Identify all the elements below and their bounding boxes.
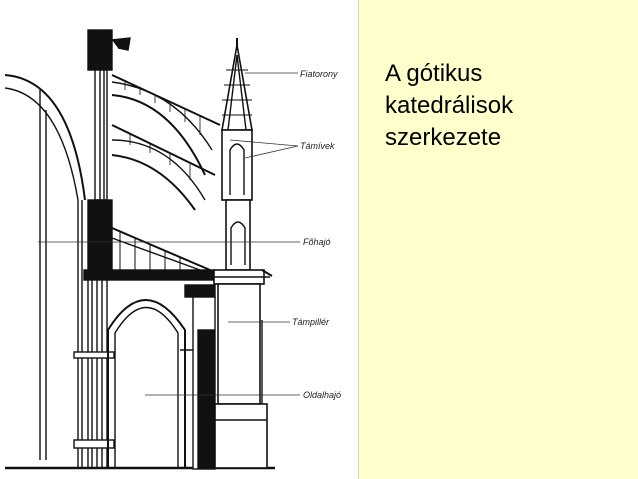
label-pinnacle: Fiatorony	[300, 69, 338, 79]
label-nave: Főhajó	[303, 237, 331, 247]
label-buttress-pier: Támpillér	[292, 317, 330, 327]
leader-lines	[38, 72, 300, 396]
aisle-roof	[111, 227, 211, 271]
title-line-3: szerkezete	[385, 124, 502, 151]
gargoyle	[111, 37, 131, 51]
nave-vault	[4, 74, 86, 201]
label-flying-buttresses: Támívek	[300, 141, 335, 151]
buttress-pier	[213, 269, 273, 469]
aisle-capital	[184, 284, 216, 298]
cathedral-section-diagram: Fiatorony Támívek Főhajó Támpillér Oldal…	[4, 29, 341, 470]
diagram-panel	[0, 0, 359, 479]
pinnacle	[221, 38, 253, 271]
clerestory-wall	[94, 69, 108, 201]
gallery-floor	[83, 269, 215, 281]
title-line-1: A gótikus	[385, 60, 483, 87]
title-line-2: katedrálisok	[385, 92, 514, 119]
upper-wall-block	[87, 29, 113, 71]
flying-buttresses	[111, 74, 221, 211]
slide-title: A gótikus katedrálisok szerkezete	[385, 58, 625, 154]
triforium-pier	[87, 199, 113, 271]
aisle-arch	[107, 299, 186, 468]
label-aisle: Oldalhajó	[303, 390, 341, 400]
